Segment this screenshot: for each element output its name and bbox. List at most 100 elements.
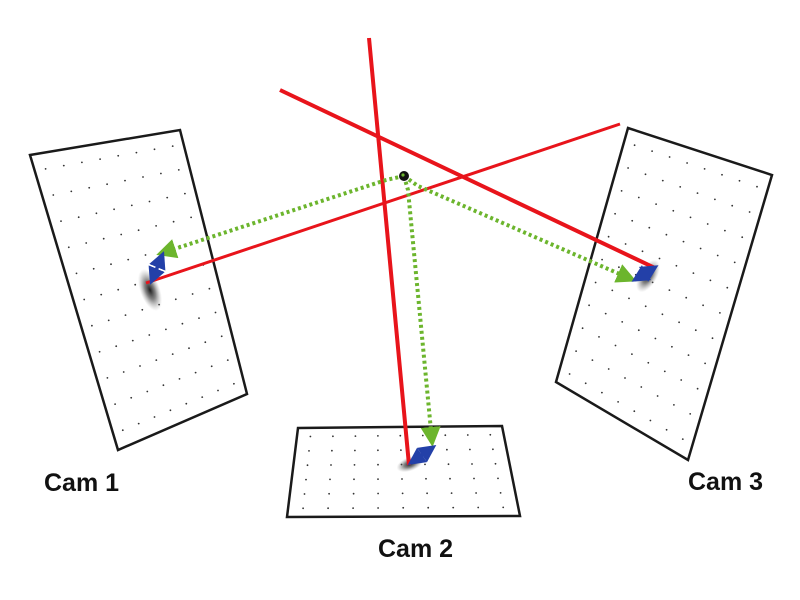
calibration-dot (155, 225, 158, 227)
calibration-dot (117, 288, 120, 291)
calibration-dot (687, 354, 690, 356)
calibration-dot (423, 449, 425, 451)
calibration-dot (107, 319, 110, 322)
calibration-dot (614, 344, 617, 347)
calibration-dot (377, 478, 379, 480)
calibration-dot (663, 370, 666, 373)
calibration-dot (198, 317, 200, 319)
calibration-dot (177, 169, 180, 171)
calibration-dot (675, 264, 678, 267)
image-plane-border-cam3 (554, 126, 774, 462)
calibration-dot (647, 361, 650, 364)
calibration-dot (497, 477, 499, 480)
calibration-dot (191, 293, 194, 295)
calibration-dot (694, 329, 697, 332)
calibration-dot (62, 164, 65, 167)
calibration-dot (624, 243, 627, 245)
calibration-dot (169, 409, 172, 412)
reprojection-path-cam3 (402, 174, 637, 283)
reconstructed-point-highlight (401, 173, 405, 177)
calibration-dot (748, 211, 751, 213)
calibration-dot (631, 353, 633, 355)
camera-plane-cam1 (28, 128, 249, 452)
calibration-dot (489, 433, 492, 436)
calibration-dot (377, 435, 379, 437)
calibration-dot (665, 233, 668, 236)
calibration-dot (146, 390, 149, 393)
calibration-dot (130, 396, 133, 399)
calibration-dot (377, 492, 379, 495)
calibration-dot (424, 463, 426, 466)
calibration-dot (122, 371, 125, 373)
calibration-dot (353, 464, 356, 466)
calibration-dot (354, 449, 356, 452)
calibration-dot (427, 506, 430, 509)
calibration-dot (661, 313, 664, 316)
calibration-dot (127, 258, 130, 261)
calibration-dot (607, 235, 610, 238)
calibration-dot (673, 404, 675, 406)
calibration-dot (450, 492, 453, 494)
calibration-dot (184, 192, 186, 195)
calibration-dot (628, 297, 630, 300)
calibration-dot (696, 192, 699, 195)
calibration-dot (377, 507, 379, 509)
calibration-dot (162, 384, 165, 387)
calibration-dot (611, 289, 614, 292)
calibration-dot (756, 185, 758, 188)
calibration-dot (75, 272, 78, 275)
calibration-dot (502, 506, 505, 509)
calibration-dot (377, 449, 379, 452)
calibration-dot (99, 158, 101, 161)
calibration-dot (141, 308, 144, 311)
camera-plane-cam2 (285, 424, 522, 519)
calibration-dot (444, 434, 447, 437)
calibration-dot (124, 179, 126, 182)
calibration-dot (452, 506, 455, 509)
calibration-dot (106, 183, 108, 186)
calibration-dot (172, 220, 175, 223)
calibration-dot (446, 448, 448, 451)
calibration-dot (624, 377, 626, 379)
calibration-dot (640, 386, 643, 388)
calibration-dot (621, 321, 624, 323)
calibration-dot (194, 371, 197, 374)
reprojection-paths (156, 174, 637, 447)
calibration-dot (682, 240, 685, 243)
calibration-dot (303, 493, 306, 495)
calibration-dot (185, 402, 188, 405)
calibration-dot (668, 156, 671, 158)
calibration-dot (155, 359, 158, 361)
calibration-dot (581, 327, 584, 330)
calibration-dot (726, 286, 729, 289)
calibration-dot (492, 448, 494, 451)
error-vector-cam3 (631, 265, 659, 282)
calibration-dot (153, 148, 156, 151)
calibration-dot (724, 229, 726, 232)
calibration-dot (654, 337, 657, 340)
calibration-dot (656, 395, 659, 397)
calibration-dot (201, 396, 204, 398)
calibration-dot (477, 506, 480, 509)
calibration-dot (114, 403, 116, 405)
calibration-dot (233, 382, 235, 385)
calibration-dot (703, 168, 706, 170)
calibration-dot (679, 186, 682, 188)
calibration-dot (644, 173, 647, 176)
calibration-dot (447, 463, 450, 466)
calibration-dot (400, 449, 402, 451)
calibration-dot (704, 362, 706, 365)
calibration-dot (401, 492, 404, 495)
calibration-dot (354, 435, 357, 437)
calibration-dot (714, 198, 716, 201)
calibration-dot (738, 179, 741, 182)
calibration-dot (466, 434, 469, 436)
calibration-dot (711, 337, 714, 340)
calibration-dot (88, 186, 91, 189)
calibration-dot (475, 492, 477, 494)
calibration-dot (598, 336, 600, 338)
calibration-dot (137, 422, 140, 425)
calibration-dot (302, 507, 304, 510)
calibration-dot (214, 311, 217, 314)
